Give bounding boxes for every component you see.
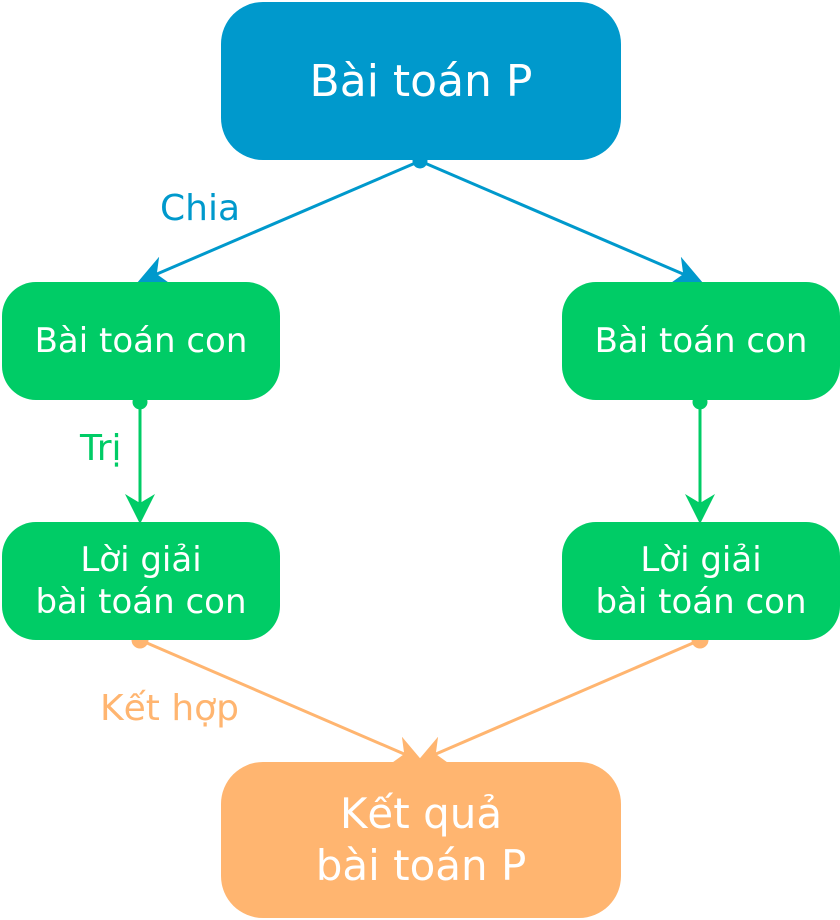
divide-label: Chia	[160, 188, 241, 229]
conquer-label: Trị	[80, 428, 122, 469]
conquer-arrows	[125, 394, 715, 524]
arrow-divide-left	[137, 159, 421, 285]
subproblem-left-node: Bài toán con	[2, 282, 280, 400]
arrow-combine-left	[139, 638, 424, 765]
arrow-combine-right	[416, 638, 701, 765]
solution-right-node: Lời giải bài toán con	[562, 522, 840, 640]
combine-label: Kết hợp	[100, 688, 240, 729]
problem-node: Bài toán P	[221, 2, 621, 160]
result-node: Kết quả bài toán P	[221, 762, 621, 918]
subproblem-right-node: Bài toán con	[562, 282, 840, 400]
arrow-divide-right	[419, 159, 703, 285]
solution-left-node: Lời giải bài toán con	[2, 522, 280, 640]
